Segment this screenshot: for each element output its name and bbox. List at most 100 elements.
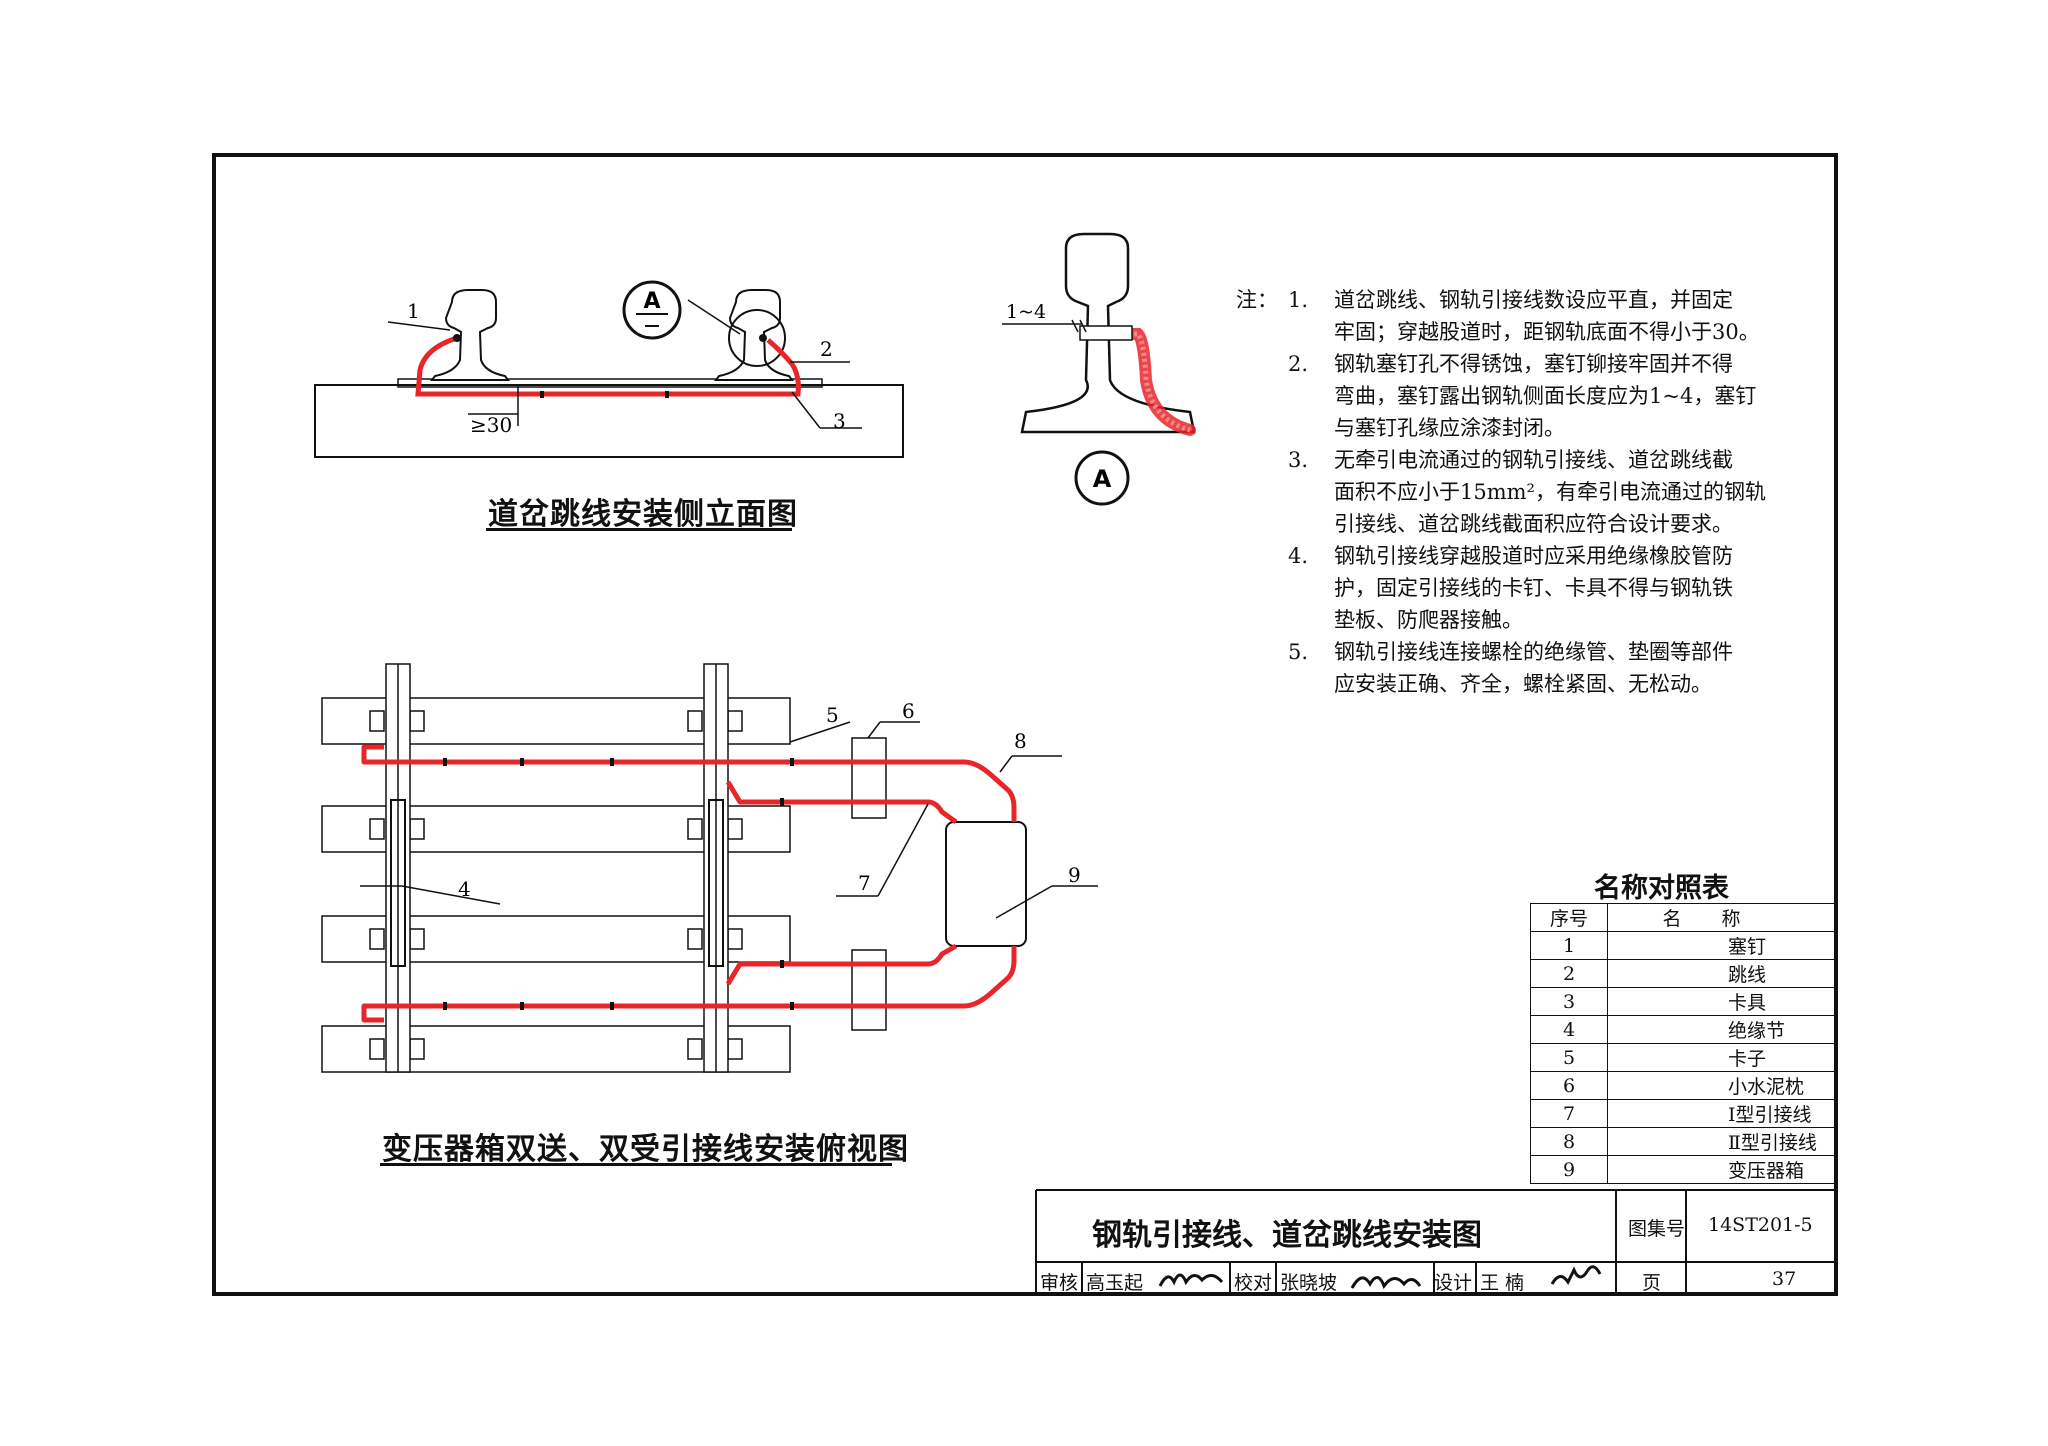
wire-clip xyxy=(780,798,784,806)
tie-plate xyxy=(369,710,385,732)
legend-idx: 7 xyxy=(1530,1099,1608,1128)
side-view-title: 道岔跳线安装侧立面图 xyxy=(488,497,798,532)
leader-line xyxy=(867,721,881,739)
drawing-title: 钢轨引接线、道岔跳线安装图 xyxy=(1092,1218,1482,1253)
note-number: 3. xyxy=(1288,448,1309,472)
legend-title: 名称对照表 xyxy=(1594,873,1729,904)
callout-4: 4 xyxy=(458,877,471,901)
note-item: 3.无牵引电流通过的钢轨引接线、道岔跳线截面积不应小于15mm²，有牵引电流通过… xyxy=(1236,444,1836,540)
plan-view-drawing: 4 5 6 7 8 9 xyxy=(321,663,1098,1073)
wire-clip xyxy=(540,391,544,398)
check-label: 校对 xyxy=(1234,1272,1273,1294)
leader-line xyxy=(687,299,741,335)
note-line: 钢轨塞钉孔不得锈蚀，塞钉铆接牢固并不得 xyxy=(1334,352,1733,376)
plan-view-title: 变压器箱双送、双受引接线安装俯视图 xyxy=(382,1132,909,1167)
note-item: 5.钢轨引接线连接螺栓的绝缘管、垫圈等部件应安装正确、齐全，螺栓紧固、无松动。 xyxy=(1236,636,1836,700)
wire-clip xyxy=(790,1002,794,1010)
page-label: 页 xyxy=(1642,1272,1662,1294)
atlas-number: 14ST201-5 xyxy=(1708,1214,1813,1236)
plug-nail xyxy=(453,334,461,342)
legend-idx: 6 xyxy=(1530,1071,1608,1100)
note-line: 与塞钉孔缘应涂漆封闭。 xyxy=(1334,416,1565,440)
wire-clip xyxy=(780,960,784,968)
legend-idx: 2 xyxy=(1530,959,1608,988)
legend-name: 变压器箱 xyxy=(1607,1155,1836,1184)
wire-clips xyxy=(443,758,794,1010)
checker-signature xyxy=(1350,1276,1422,1290)
designer-name: 王 楠 xyxy=(1480,1272,1525,1294)
legend-name: 卡子 xyxy=(1607,1043,1836,1072)
leader-line xyxy=(791,391,821,429)
note-line: 面积不应小于15mm²，有牵引电流通过的钢轨 xyxy=(1334,480,1766,504)
tie-plate xyxy=(687,818,703,840)
note-number: 5. xyxy=(1288,640,1309,664)
wire-clip xyxy=(610,758,614,766)
tie-plate xyxy=(369,928,385,950)
tie-plate xyxy=(369,1038,385,1060)
legend-name: 跳线 xyxy=(1607,959,1836,988)
sleeper-body xyxy=(314,384,904,458)
callout-3: 3 xyxy=(833,409,846,433)
plan-view-title-underline xyxy=(380,1163,892,1166)
design-label: 设计 xyxy=(1434,1272,1473,1294)
tie-plate xyxy=(369,818,385,840)
checker-name: 张晓坡 xyxy=(1280,1272,1338,1294)
dimension-tick xyxy=(1071,319,1079,333)
note-line: 牢固；穿越股道时，距钢轨底面不得小于30。 xyxy=(1334,320,1760,344)
tie-plate xyxy=(687,1038,703,1060)
legend-header-idx: 序号 xyxy=(1530,903,1608,932)
leader-line xyxy=(877,803,929,897)
note-number: 2. xyxy=(1288,352,1309,376)
callout-6: 6 xyxy=(902,699,915,723)
tie-plate xyxy=(687,710,703,732)
note-line: 弯曲，塞钉露出钢轨侧面长度应为1~4，塞钉 xyxy=(1334,384,1757,408)
legend-idx: 8 xyxy=(1530,1127,1608,1156)
callout-5: 5 xyxy=(826,703,839,727)
callout-7: 7 xyxy=(858,871,871,895)
legend-header-name: 名称 xyxy=(1607,903,1836,932)
leader-line xyxy=(789,721,851,743)
detail-plug-nail xyxy=(1079,325,1133,341)
dimension-value: ≥30 xyxy=(470,413,512,437)
legend-idx: 9 xyxy=(1530,1155,1608,1184)
detail-a-label: A xyxy=(1093,465,1112,493)
page-number: 37 xyxy=(1772,1268,1797,1290)
review-label: 审核 xyxy=(1040,1272,1079,1294)
wire-clip xyxy=(665,391,669,398)
wire-clip xyxy=(520,1002,524,1010)
sheet-frame xyxy=(212,153,1838,1296)
leader-line xyxy=(999,755,1013,773)
note-line: 钢轨引接线连接螺栓的绝缘管、垫圈等部件 xyxy=(1334,640,1733,664)
side-view-title-underline xyxy=(486,528,792,531)
side-view-drawing: A 1 2 3 ≥30 xyxy=(314,280,904,458)
detail-circle xyxy=(728,309,786,367)
left-rail xyxy=(430,289,510,381)
note-line: 钢轨引接线穿越股道时应采用绝缘橡胶管防 xyxy=(1334,544,1733,568)
detail-wire-hatch xyxy=(1128,331,1191,433)
wire-clip xyxy=(520,758,524,766)
callout-2: 2 xyxy=(820,337,833,361)
atlas-label: 图集号 xyxy=(1628,1218,1686,1240)
title-block-grid xyxy=(1035,1189,1836,1294)
wire-clip xyxy=(790,758,794,766)
legend-header-row: 序号 名称 xyxy=(1530,903,1836,932)
callout-1: 1 xyxy=(407,299,420,323)
detail-marker-label: A xyxy=(643,289,660,314)
legend-name: 塞钉 xyxy=(1607,931,1836,960)
right-rail xyxy=(714,289,794,381)
lead-wires xyxy=(361,744,1017,1023)
note-number: 4. xyxy=(1288,544,1309,568)
note-number: 1. xyxy=(1288,288,1309,312)
detail-marker xyxy=(622,280,682,340)
note-line: 护，固定引接线的卡钉、卡具不得与钢轨铁 xyxy=(1334,576,1733,600)
notes-block: 注： 1.道岔跳线、钢轨引接线数设应平直，并固定牢固；穿越股道时，距钢轨底面不得… xyxy=(1236,284,1836,700)
legend-name: 卡具 xyxy=(1607,987,1836,1016)
transformer-box xyxy=(945,821,1027,947)
